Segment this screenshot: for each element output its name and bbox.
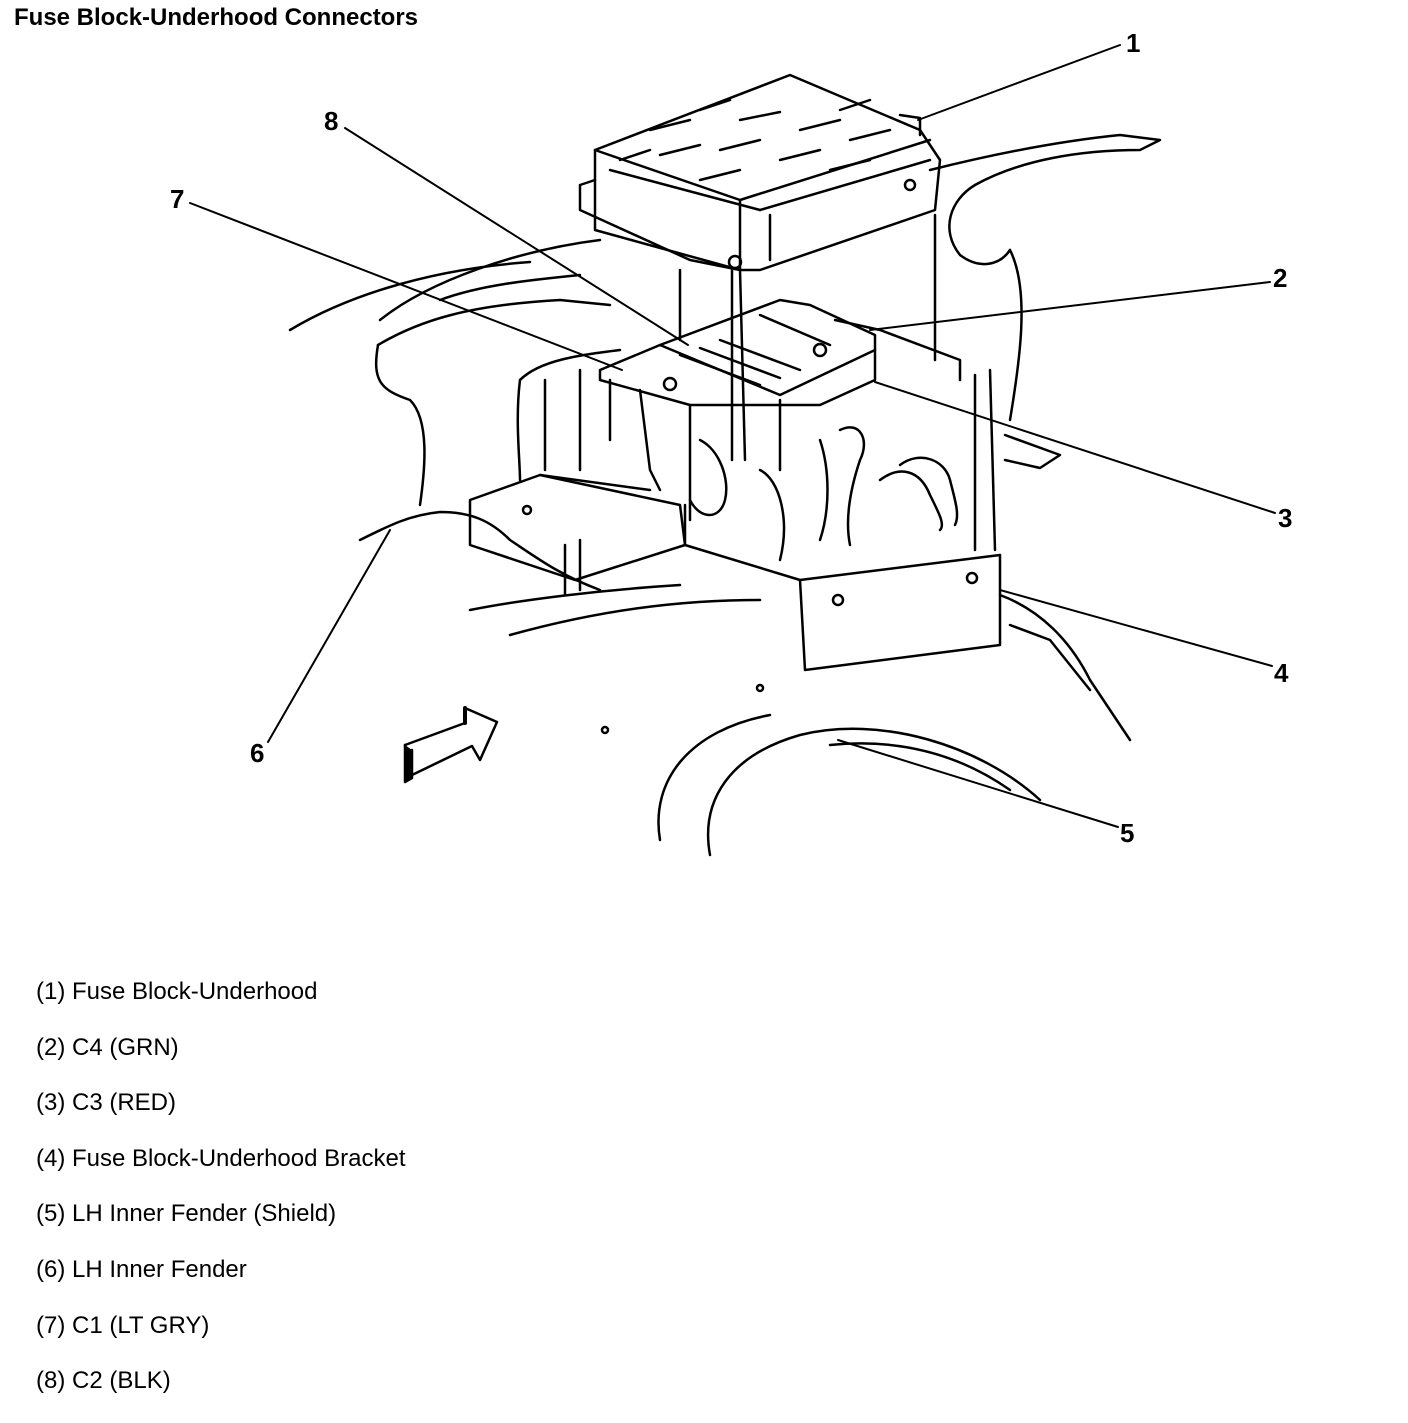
lh-inner-fender-shield (657, 713, 1042, 857)
connector-housings (598, 298, 962, 522)
legend-item-7: (7) C1 (LT GRY) (36, 1311, 210, 1339)
legend-item-3: (3) C3 (RED) (36, 1089, 177, 1117)
fuse-block-underhood (578, 73, 942, 272)
callout-4: 4 (1274, 658, 1289, 688)
legend-item-8: (8) C2 (BLK) (36, 1367, 171, 1395)
legend-item-6: (6) LH Inner Fender (36, 1255, 247, 1283)
right-fender-panel (928, 133, 1162, 742)
callout-7: 7 (170, 184, 184, 214)
callout-1: 1 (1126, 28, 1140, 58)
direction-arrow (403, 706, 499, 784)
fuse-block-underhood-bracket (468, 368, 1002, 735)
fuse-block-diagram: 1 2 3 4 5 6 7 8 (170, 28, 1292, 857)
legend-item-1: (1) Fuse Block-Underhood (36, 978, 318, 1005)
callout-8: 8 (324, 106, 338, 136)
callout-3: 3 (1278, 503, 1292, 533)
page-title: Fuse Block-Underhood Connectors (14, 4, 419, 31)
callout-labels: 1 2 3 4 5 6 7 8 (170, 28, 1292, 848)
guide-rods (678, 213, 937, 462)
wiring-harness (688, 426, 959, 562)
callout-6: 6 (250, 738, 264, 768)
legend-list: (1) Fuse Block-Underhood (2) C4 (GRN) (3… (36, 978, 406, 1423)
lh-inner-fender (288, 238, 762, 637)
legend-item-2: (2) C4 (GRN) (36, 1033, 179, 1061)
legend-item-4: (4) Fuse Block-Underhood Bracket (36, 1144, 406, 1172)
callout-2: 2 (1273, 263, 1287, 293)
leader-lines (189, 44, 1276, 828)
legend-item-5: (5) LH Inner Fender (Shield) (36, 1200, 337, 1228)
callout-5: 5 (1120, 818, 1134, 848)
